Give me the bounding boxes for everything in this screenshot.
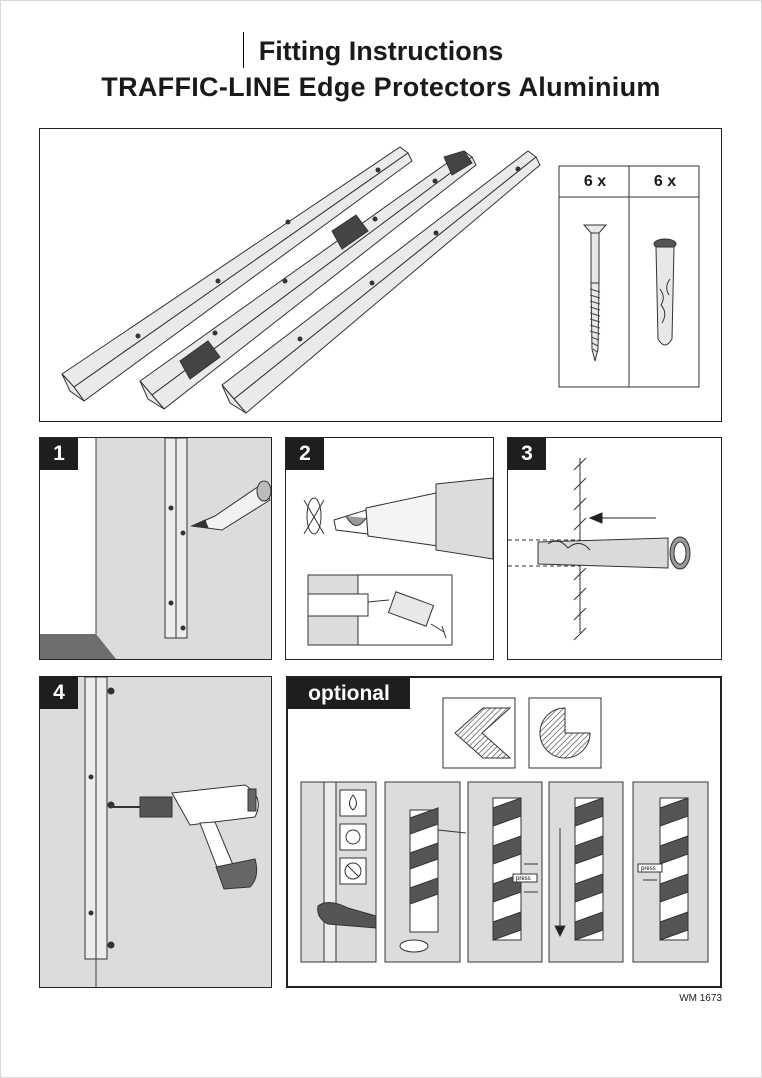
step-4-illustration <box>40 677 271 987</box>
edge-profiles-illustration <box>61 146 700 414</box>
step-3-panel: 3 <box>507 437 722 660</box>
arrow-left-icon <box>588 512 656 524</box>
screw-count: 6 x <box>583 173 607 190</box>
drill-bit-icon <box>333 477 493 560</box>
page-subtitle: TRAFFIC-LINE Edge Protectors Aluminium <box>101 72 661 102</box>
press-label-1: press <box>516 876 531 882</box>
text-cursor <box>243 32 244 68</box>
plug-count: 6 x <box>653 173 677 190</box>
angle-profile-section <box>454 707 512 759</box>
step-3-illustration <box>508 457 691 641</box>
edge-profile-1 <box>61 146 413 402</box>
document-code: WM 1673 <box>679 993 722 1004</box>
apply-stripe-detail <box>399 807 467 953</box>
edge-profile <box>164 438 188 639</box>
screw-icon <box>582 224 608 362</box>
edge-profile <box>84 677 115 960</box>
round-profile-section <box>539 707 591 759</box>
edge-profile-3 <box>221 150 541 414</box>
step-1-illustration <box>40 438 271 659</box>
press-label-2: press <box>641 866 656 872</box>
press-stripe-detail-1 <box>492 797 538 941</box>
step-4-number: 4 <box>40 677 78 709</box>
step-2-panel: 2 <box>285 437 494 660</box>
wall-plug-icon <box>653 238 677 346</box>
step-2-number: 2 <box>286 438 324 470</box>
parts-table <box>558 165 700 388</box>
wall-plug-icon <box>537 536 691 570</box>
page-title: Fitting Instructions <box>258 36 504 66</box>
optional-illustration: press press <box>300 697 709 963</box>
optional-panel: press press optional <box>286 676 722 988</box>
step-3-number: 3 <box>508 438 546 470</box>
edge-profile-2 <box>139 150 477 410</box>
press-stripe-detail-2 <box>554 797 604 941</box>
arrow-down-icon <box>554 925 566 938</box>
optional-label: optional <box>288 678 410 709</box>
cordless-drill-icon <box>113 784 259 890</box>
step-1-number: 1 <box>40 438 78 470</box>
step-4-panel: 4 <box>39 676 272 988</box>
clean-surface-detail <box>317 781 377 963</box>
wall-section <box>508 457 587 641</box>
press-stripe-detail-3 <box>637 797 689 941</box>
step-1-panel: 1 <box>39 437 272 660</box>
step-2-illustration <box>303 477 493 646</box>
hole-cleaning-inset <box>307 574 453 646</box>
pencil-icon <box>190 480 271 531</box>
overview-panel: 6 x 6 x <box>39 128 722 422</box>
no-hammer-icon <box>303 497 325 535</box>
